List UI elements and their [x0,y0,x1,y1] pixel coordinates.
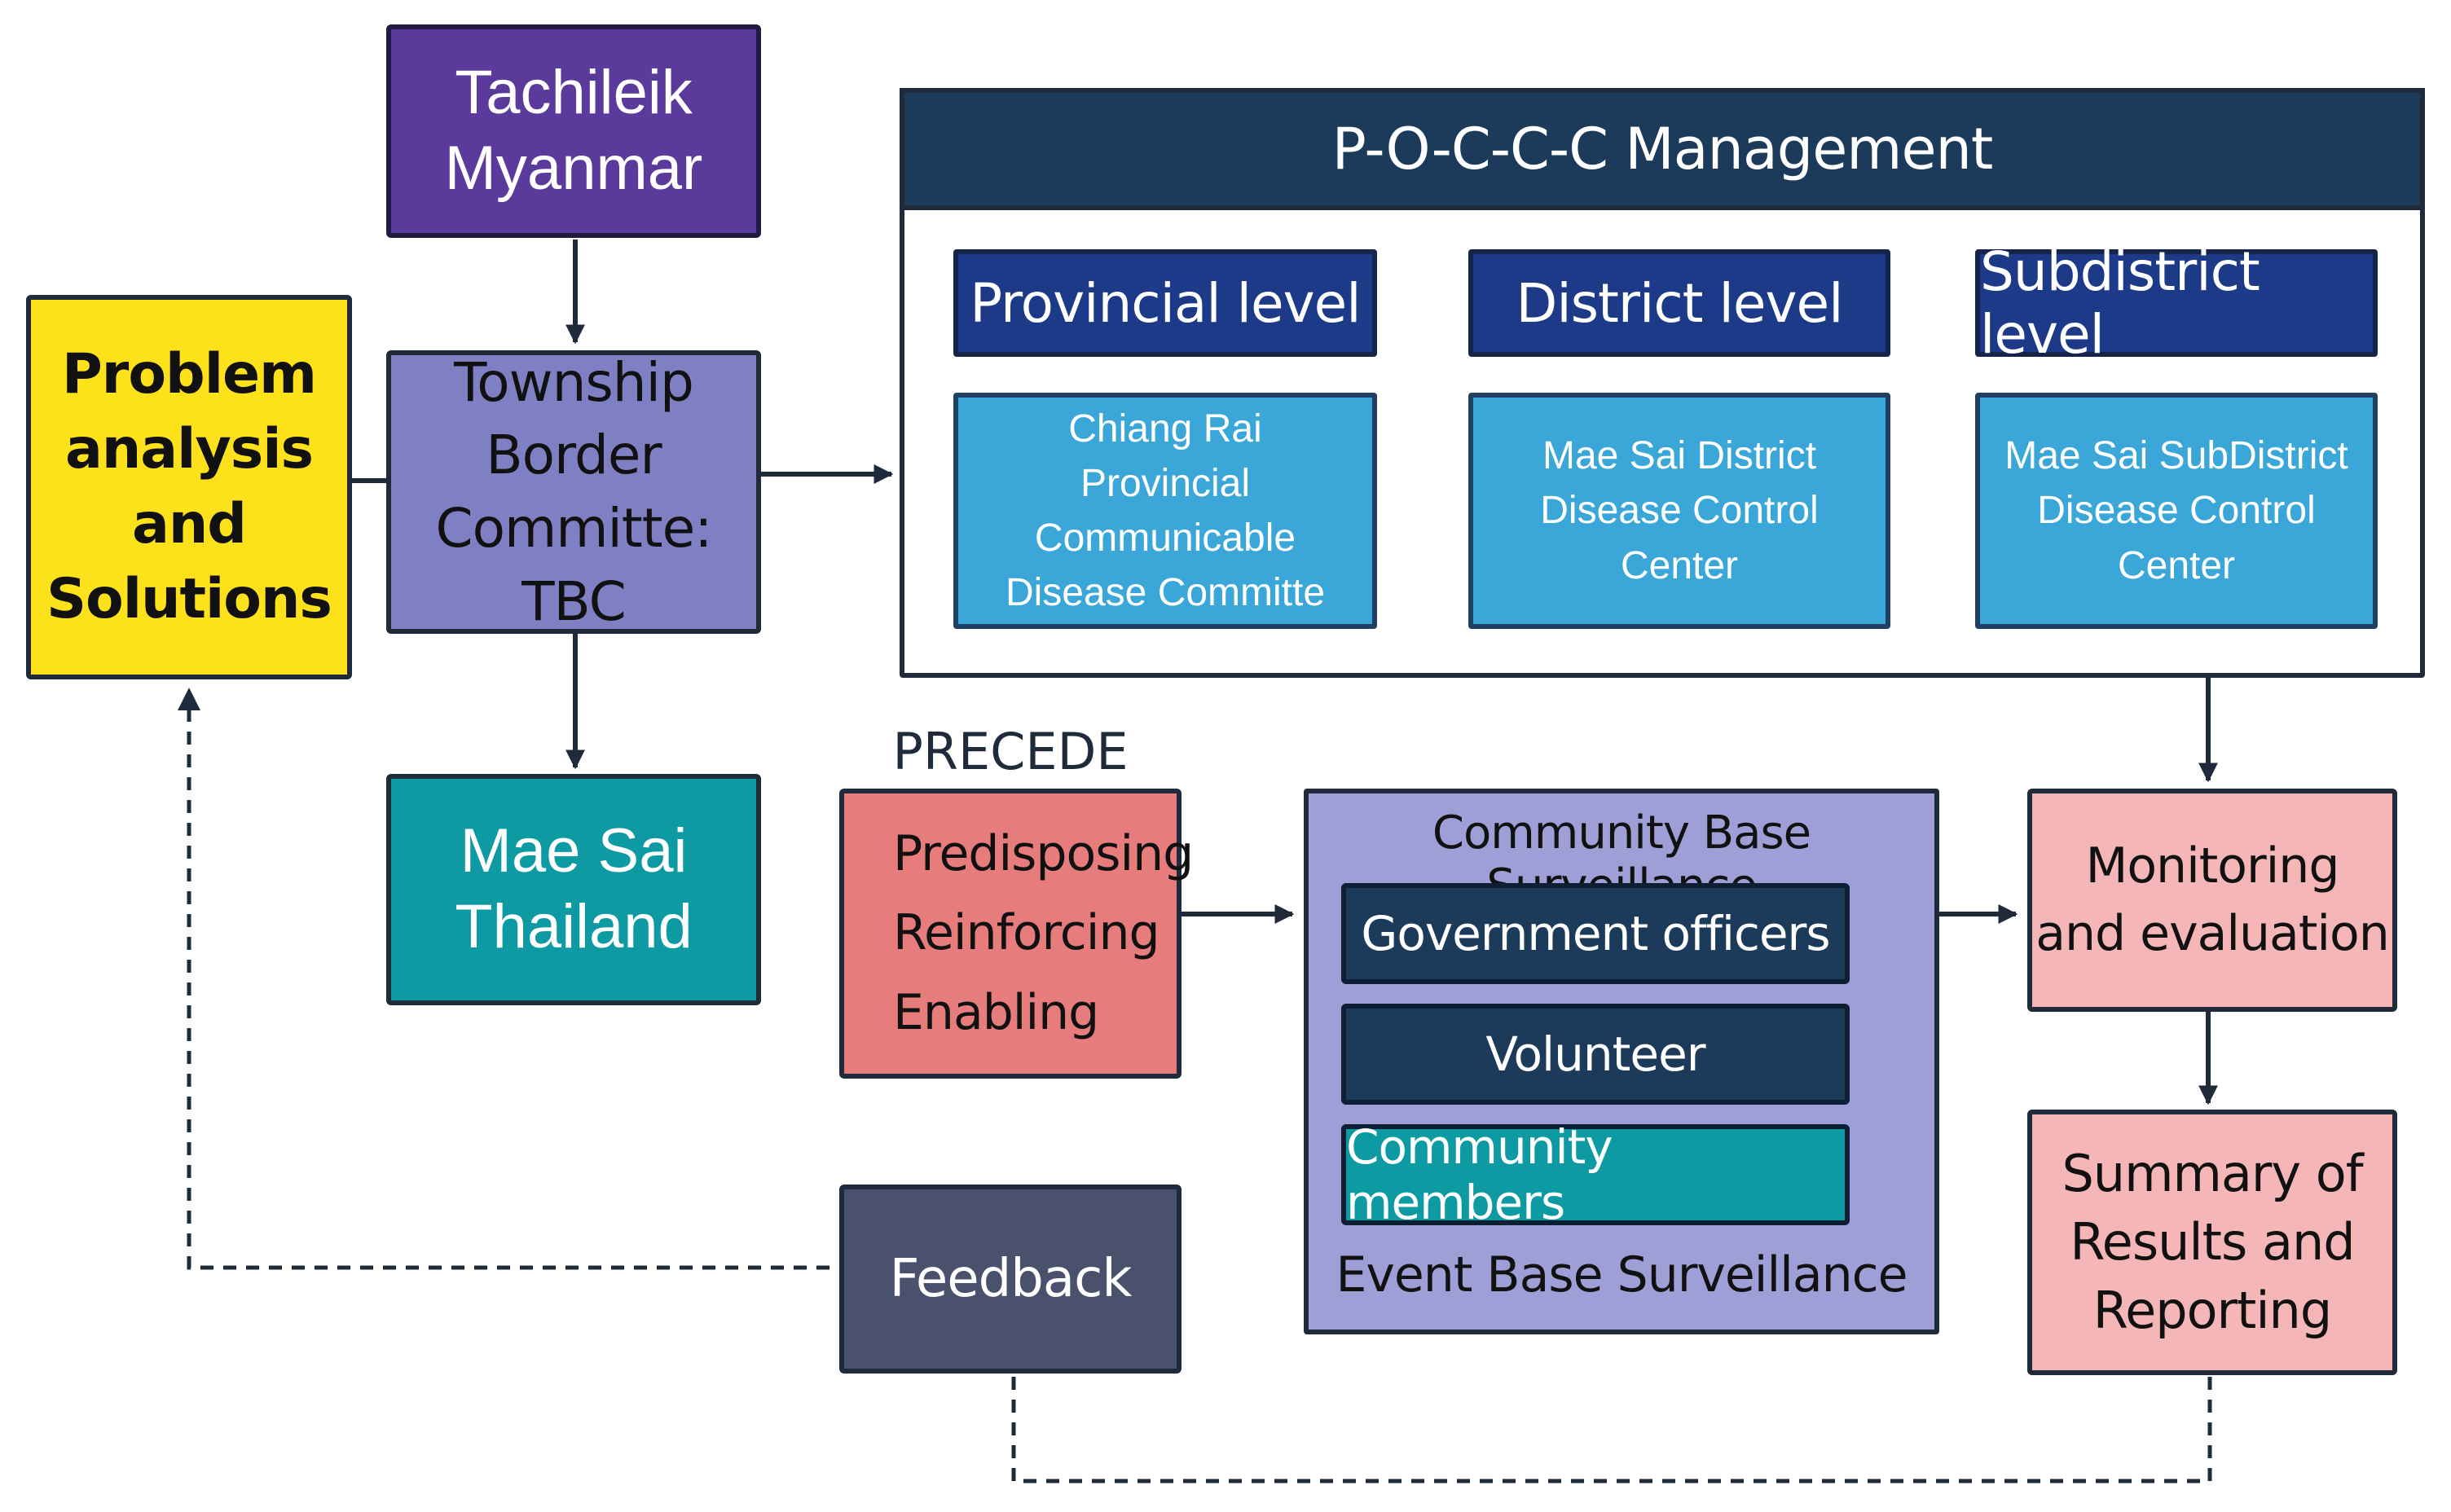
provincial-line-3: Communicable [1034,516,1296,560]
precede-enabling: Enabling [893,983,1099,1041]
precede-title: PRECEDE [892,722,1129,781]
township-line-2: Border [486,424,662,487]
subdistrict-control-center-box: Mae Sai SubDistrict Disease Control Cent… [1975,393,2378,629]
subdistrict-line-3: Center [2117,543,2236,587]
problem-line-2: analysis [64,417,314,482]
tachileik-line-2: Myanmar [444,134,703,203]
mae-sai-thailand-box: Mae Sai Thailand [386,774,761,1005]
district-line-1: Mae Sai District [1542,434,1817,478]
subdistrict-line-1: Mae Sai SubDistrict [2004,434,2348,478]
cbs-government-officers: Government officers [1341,883,1850,984]
dashed-summary-to-feedback [1011,1377,2212,1483]
township-line-1: Township [454,350,694,414]
cbs-volunteer-label: Volunteer [1485,1026,1705,1082]
maesai-line-2: Thailand [455,892,693,961]
problem-line-1: Problem [61,342,317,407]
subdistrict-line-2: Disease Control [2037,489,2316,533]
problem-line-3: and [132,492,247,556]
cbs-footer: Event Base Surveillance [1336,1246,1908,1303]
provincial-committee-box: Chiang Rai Provincial Communicable Disea… [953,393,1377,629]
monitoring-line-2: and evaluation [2035,905,2390,962]
subdistrict-level-header: Subdistrict level [1975,240,2378,366]
pocc-title: P-O-C-C-C Management [1331,116,1994,182]
provincial-level-label: Provincial level [970,271,1361,335]
problem-analysis-box: Problem analysis and Solutions [26,295,352,679]
monitoring-line-1: Monitoring [2085,837,2340,895]
summary-line-3: Reporting [2092,1281,2332,1341]
district-line-3: Center [1620,543,1739,587]
feedback-box: Feedback [839,1185,1181,1374]
cbs-community-members: Community members [1341,1119,1850,1230]
precede-reinforcing: Reinforcing [893,904,1160,962]
subdistrict-level-label: Subdistrict level [1980,240,2260,366]
provincial-line-4: Disease Committe [1005,571,1326,615]
summary-line-1: Summary of [2062,1143,2363,1203]
tachileik-myanmar-box: Tachileik Myanmar [386,24,761,238]
precede-box: Predisposing Reinforcing Enabling [839,789,1194,1079]
summary-reporting-box: Summary of Results and Reporting [2027,1110,2397,1375]
district-control-center-box: Mae Sai District Disease Control Center [1468,393,1890,629]
township-line-3: Committe: TBC [435,497,713,633]
problem-line-4: Solutions [46,566,332,631]
maesai-line-1: Mae Sai [460,816,688,886]
dashed-feedback-to-problem [187,694,829,1270]
monitoring-evaluation-box: Monitoring and evaluation [2027,789,2397,1012]
precede-predisposing: Predisposing [893,825,1194,883]
provincial-line-2: Provincial [1080,461,1251,505]
township-border-committee-box: Township Border Committe: TBC [386,350,761,634]
tachileik-line-1: Tachileik [455,58,693,128]
district-line-2: Disease Control [1540,489,1819,533]
provincial-level-header: Provincial level [953,249,1377,357]
cbs-volunteer: Volunteer [1341,1004,1850,1105]
cbs-community-members-label: Community members [1346,1119,1613,1230]
district-level-label: District level [1516,271,1844,335]
arrowhead-problem-feedback [178,688,200,710]
feedback-label: Feedback [889,1248,1133,1309]
pocc-title-bar: P-O-C-C-C Management [900,88,2425,210]
summary-line-2: Results and [2070,1211,2355,1272]
cbs-government-officers-label: Government officers [1361,906,1830,961]
district-level-header: District level [1468,249,1890,357]
provincial-line-1: Chiang Rai [1068,407,1262,451]
